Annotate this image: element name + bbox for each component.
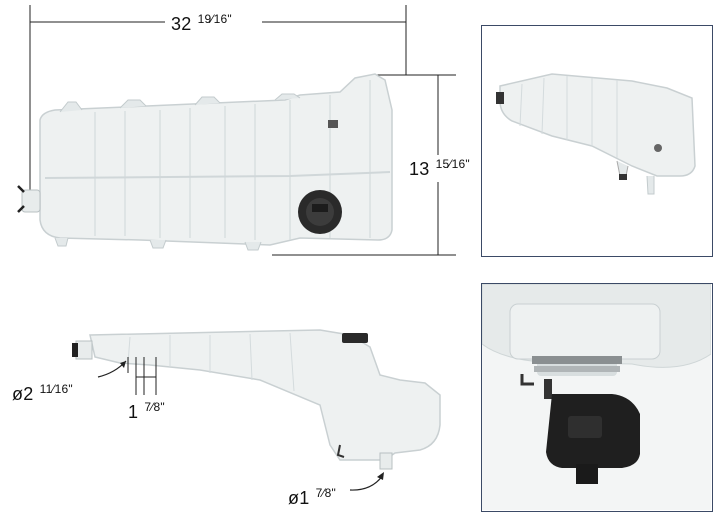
angled-tank-image	[496, 73, 696, 195]
length-whole: 32	[171, 14, 192, 34]
sensor-closeup-image	[482, 284, 712, 510]
side-view-tank-image	[72, 329, 441, 491]
inlet-length-label: 1 7⁄8"	[128, 400, 165, 423]
length-dimension-label: 32 19⁄16"	[171, 12, 232, 35]
length-fraction: 19⁄16"	[197, 12, 232, 26]
bottom-right-photo-frame	[481, 283, 713, 512]
outlet-diameter-whole: ø1	[288, 488, 310, 508]
inlet-diameter-fraction: 11⁄16"	[39, 382, 73, 396]
outlet-diameter-fraction: 7⁄8"	[315, 486, 337, 500]
inlet-length-whole: 1	[128, 402, 139, 422]
height-dimension-label: 13 15⁄16"	[409, 157, 470, 180]
inlet-diameter-whole: ø2	[12, 384, 34, 404]
height-whole: 13	[409, 159, 430, 179]
main-tank-image	[17, 5, 456, 256]
inlet-diameter-label: ø2 11⁄16"	[12, 382, 73, 405]
outlet-diameter-label: ø1 7⁄8"	[288, 486, 336, 509]
inlet-length-fraction: 7⁄8"	[144, 400, 165, 414]
top-right-photo-frame	[481, 25, 713, 257]
height-fraction: 15⁄16"	[435, 157, 470, 171]
